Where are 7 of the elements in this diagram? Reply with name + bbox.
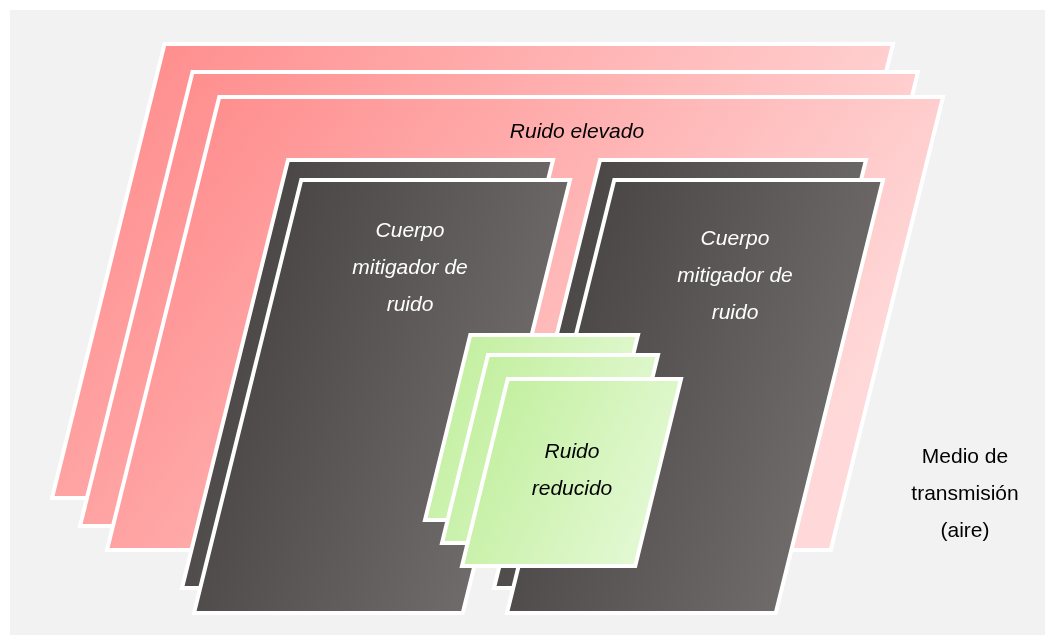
shape-label: Ruido reducido xyxy=(530,438,614,501)
parallelogram-shape xyxy=(460,377,683,568)
shape-label: Cuerpo mitigador de ruido xyxy=(676,225,794,325)
shape-label: Medio de transmisión (aire) xyxy=(910,443,1020,543)
shape-label: Cuerpo mitigador de ruido xyxy=(351,217,469,317)
shape-label: Ruido elevado xyxy=(508,118,646,144)
background-panel xyxy=(10,10,1045,635)
